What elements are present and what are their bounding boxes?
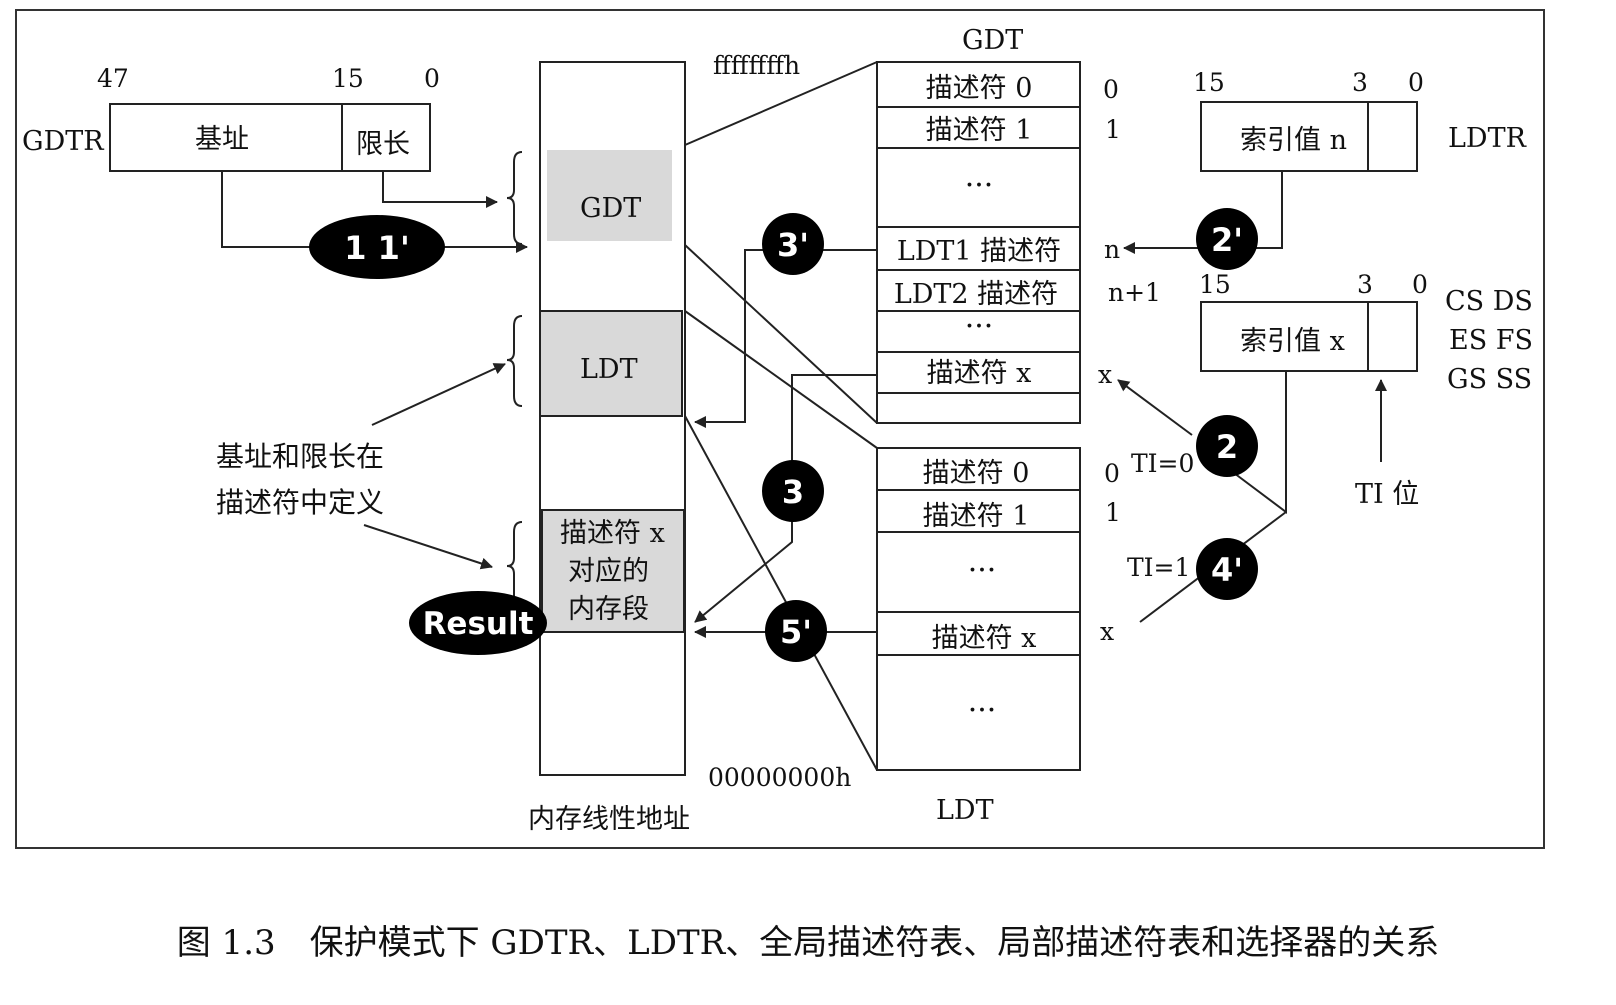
memory-caption: 内存线性地址 — [528, 804, 690, 835]
ldt-index: x — [1100, 617, 1114, 646]
ti-zero: TI=0 — [1131, 449, 1194, 478]
svg-text:3': 3' — [777, 226, 809, 264]
gdtr-bit-47: 47 — [97, 64, 129, 93]
gdt-table: GDT 描述符 0 描述符 1 ··· LDT1 描述符 LDT2 描述符 ··… — [876, 25, 1161, 424]
gdt-index: n+1 — [1108, 278, 1161, 307]
ldt-row: ··· — [968, 693, 997, 728]
gdt-row: 描述符 1 — [926, 115, 1033, 146]
ldt-index: 1 — [1105, 498, 1121, 527]
gdtr-base: 基址 — [195, 124, 249, 155]
selector-bit-15: 15 — [1199, 270, 1231, 299]
ldt-row: 描述符 x — [932, 623, 1037, 654]
bottom-address: 00000000h — [708, 763, 851, 792]
svg-text:5': 5' — [780, 613, 812, 651]
ti-bit-label: TI 位 — [1355, 479, 1419, 510]
svg-text:Result: Result — [423, 606, 534, 642]
result-marker: Result — [409, 591, 547, 655]
gdt-row: 描述符 x — [927, 358, 1032, 389]
gdtr-register: GDTR 47 15 0 基址 限长 — [22, 64, 440, 172]
selector-bit-0: 0 — [1412, 270, 1428, 299]
ldtr-bit-0: 0 — [1408, 68, 1424, 97]
gdt-title: GDT — [962, 25, 1023, 56]
ldt-row: 描述符 1 — [923, 501, 1030, 532]
gdt-row: ··· — [965, 168, 994, 203]
svg-text:3: 3 — [782, 473, 804, 511]
selector-regs-1: CS DS — [1445, 286, 1533, 317]
step-5p-marker: 5' — [765, 600, 827, 662]
gdt-region — [547, 150, 672, 241]
gdtr-bit-15: 15 — [332, 64, 364, 93]
selector-regs-2: ES FS — [1449, 325, 1533, 356]
ldtr-bit-15: 15 — [1193, 68, 1225, 97]
ldt-table: 描述符 0 描述符 1 ··· 描述符 x ··· 0 1 x LDT — [876, 447, 1121, 826]
gdt-row: ··· — [965, 309, 994, 344]
step-2p-marker: 2' — [1196, 208, 1258, 270]
svg-text:4': 4' — [1211, 551, 1243, 589]
note-line2: 描述符中定义 — [216, 486, 384, 519]
segment-line3: 内存段 — [568, 594, 649, 625]
svg-text:1 1': 1 1' — [344, 229, 409, 267]
segment-selector: 15 3 0 索引值 x CS DS ES FS GS SS TI 位 TI=0… — [1127, 270, 1533, 582]
svg-text:2': 2' — [1211, 221, 1243, 259]
ldt-row: ··· — [968, 553, 997, 588]
step-4p-marker: 4' — [1196, 538, 1258, 600]
segment-region — [541, 509, 685, 633]
gdtr-limit: 限长 — [356, 129, 410, 160]
ldtr-label: LDTR — [1448, 123, 1527, 154]
segment-line2: 对应的 — [568, 556, 649, 587]
ldt-region — [539, 310, 683, 417]
gdt-index: 1 — [1105, 115, 1121, 144]
gdt-index: n — [1104, 235, 1120, 264]
step-3p-marker: 3' — [762, 213, 824, 275]
selector-bit-3: 3 — [1357, 270, 1373, 299]
ldtr-bit-3: 3 — [1352, 68, 1368, 97]
gdt-row: LDT1 描述符 — [897, 236, 1061, 267]
selector-regs-3: GS SS — [1447, 364, 1532, 395]
gdtr-label: GDTR — [22, 126, 104, 157]
ldt-title: LDT — [936, 795, 994, 826]
gdt-index: x — [1098, 360, 1112, 389]
linear-memory: GDT LDT 描述符 x 对应的 内存段 ffffffffh 00000000… — [528, 51, 851, 835]
gdt-region-label: GDT — [580, 193, 641, 224]
step-2-marker: 2 — [1196, 415, 1258, 477]
step-3-marker: 3 — [762, 460, 824, 522]
ldt-row: 描述符 0 — [923, 458, 1030, 489]
ldtr-register: 15 3 0 索引值 n LDTR — [1193, 68, 1527, 172]
ldtr-index: 索引值 n — [1240, 125, 1347, 156]
note-line1: 基址和限长在 — [216, 440, 384, 473]
gdt-row: 描述符 0 — [926, 73, 1033, 104]
svg-text:2: 2 — [1216, 428, 1238, 466]
figure-caption: 图 1.3 保护模式下 GDTR、LDTR、全局描述符表、局部描述符表和选择器的… — [176, 923, 1440, 963]
gdt-row: LDT2 描述符 — [894, 279, 1058, 310]
ldt-index: 0 — [1104, 459, 1120, 488]
top-address: ffffffffh — [713, 51, 800, 80]
segment-line1: 描述符 x — [560, 518, 665, 549]
gdtr-bit-0: 0 — [424, 64, 440, 93]
gdt-index: 0 — [1103, 75, 1119, 104]
ldt-region-label: LDT — [580, 354, 638, 385]
selector-index: 索引值 x — [1240, 326, 1345, 357]
mapping-lines — [684, 61, 878, 771]
step-1-marker: 1 1' — [309, 215, 445, 279]
ti-one: TI=1 — [1127, 553, 1190, 582]
